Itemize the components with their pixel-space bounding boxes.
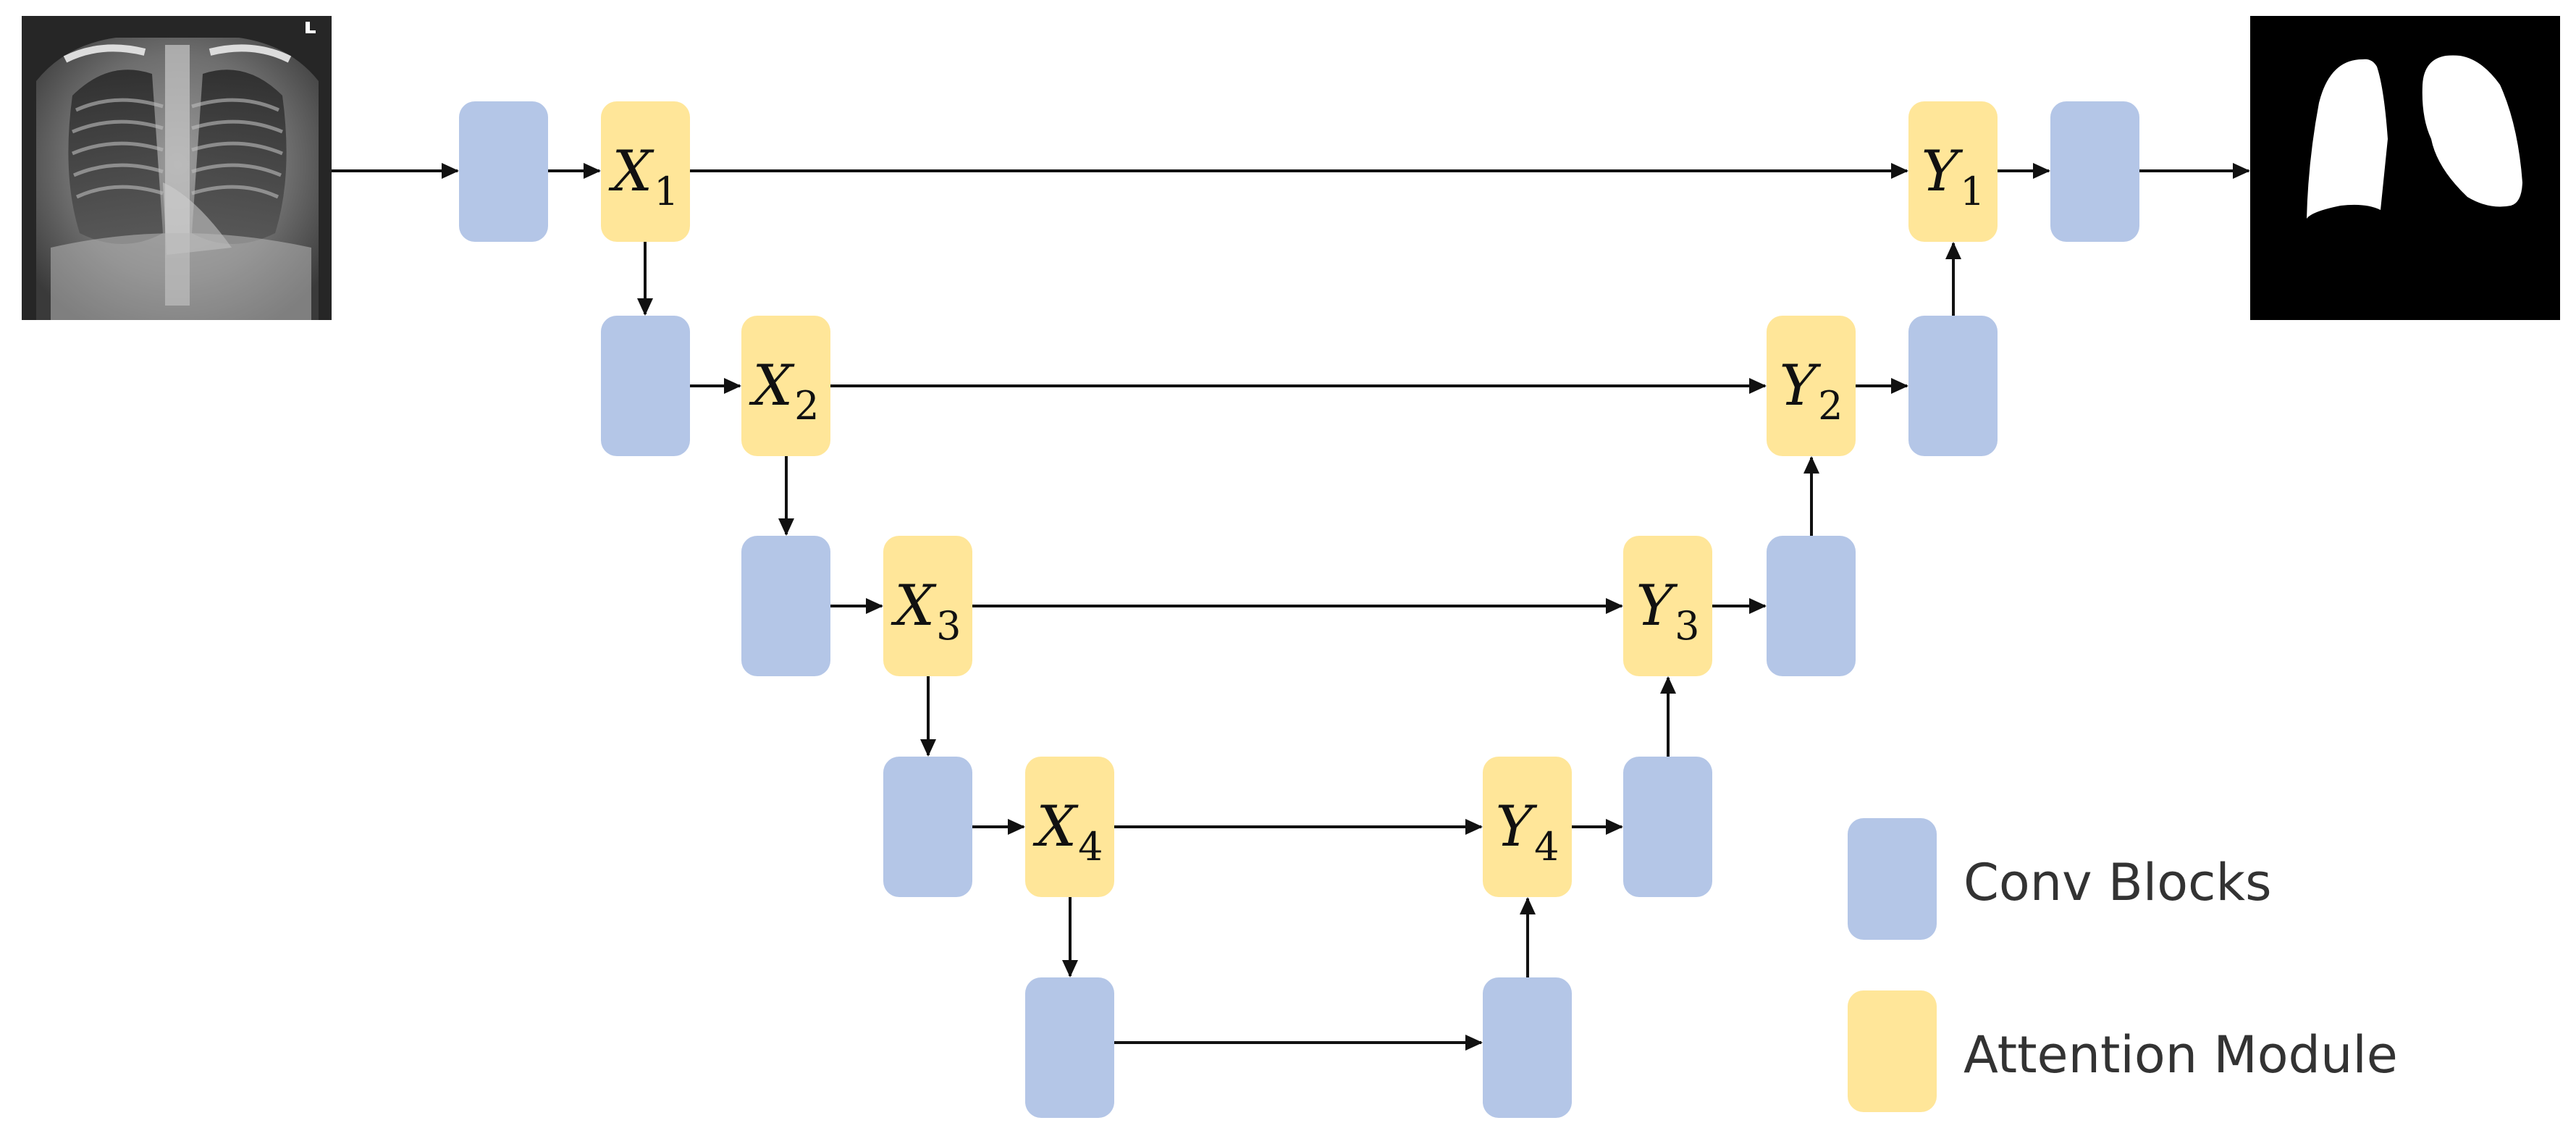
conv-block-dec-3 bbox=[1767, 536, 1856, 676]
conv-block-bottleneck-left bbox=[1025, 977, 1114, 1118]
conv-block-dec-4 bbox=[1623, 757, 1712, 897]
attention-module-y1: Y1 bbox=[1908, 101, 1998, 242]
lung-mask-image bbox=[2250, 16, 2560, 320]
conv-block-dec-2 bbox=[1908, 316, 1998, 456]
attention-module-x3: X3 bbox=[883, 536, 972, 676]
attention-module-x1: X1 bbox=[601, 101, 690, 242]
conv-block-enc-2 bbox=[601, 316, 690, 456]
legend-conv-swatch bbox=[1848, 818, 1937, 940]
attention-module-y2: Y2 bbox=[1767, 316, 1856, 456]
chest-xray-image bbox=[22, 16, 332, 320]
legend-attention-swatch bbox=[1848, 990, 1937, 1112]
legend-attention-label: Attention Module bbox=[1963, 1025, 2398, 1085]
attention-module-y3: Y3 bbox=[1623, 536, 1712, 676]
attention-module-x2: X2 bbox=[741, 316, 830, 456]
legend-conv-label: Conv Blocks bbox=[1963, 853, 2272, 912]
attention-module-y4: Y4 bbox=[1483, 757, 1572, 897]
conv-block-enc-1 bbox=[459, 101, 548, 242]
attention-module-x4: X4 bbox=[1025, 757, 1114, 897]
conv-block-enc-3 bbox=[741, 536, 830, 676]
conv-block-dec-1 bbox=[2050, 101, 2139, 242]
conv-block-bottleneck-right bbox=[1483, 977, 1572, 1118]
conv-block-enc-4 bbox=[883, 757, 972, 897]
